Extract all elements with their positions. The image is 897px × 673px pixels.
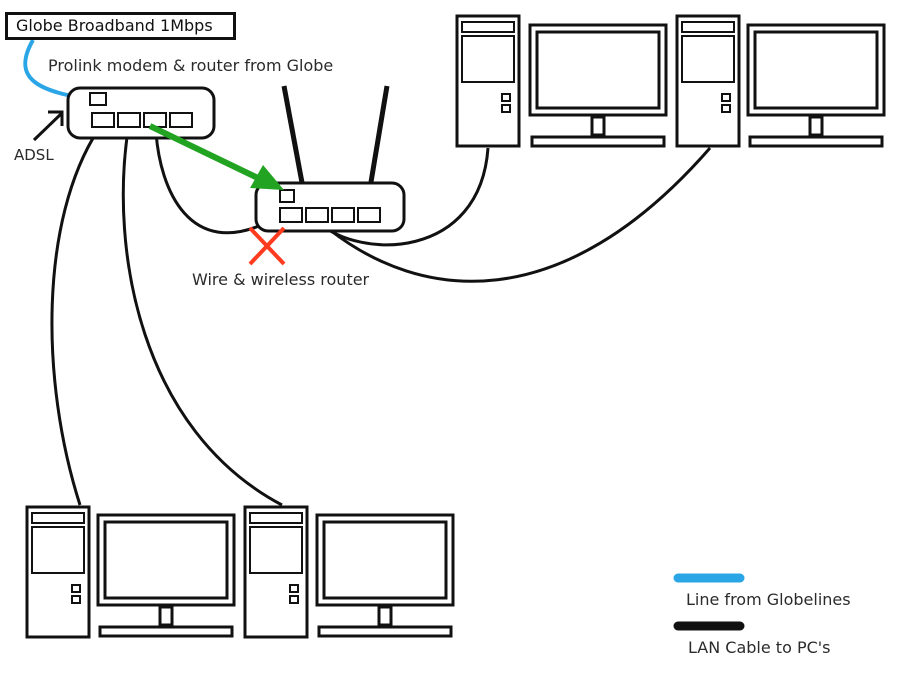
- green-arrow: [148, 123, 284, 190]
- pc-bottom-2: [243, 505, 455, 639]
- wireless-router: [254, 85, 406, 233]
- adsl-arrow: [32, 110, 64, 142]
- pc-top-1: [455, 14, 668, 148]
- title-label: Globe Broadband 1Mbps: [5, 12, 236, 40]
- modem-label: Prolink modem & router from Globe: [48, 56, 334, 75]
- legend-item-lan-cable: LAN Cable to PC's: [688, 638, 831, 657]
- adsl-label: ADSL: [14, 146, 54, 164]
- pc-top-2: [675, 14, 886, 148]
- prolink-modem: [66, 86, 216, 140]
- pc-bottom-1: [25, 505, 236, 639]
- legend-item-globelines: Line from Globelines: [686, 590, 851, 609]
- disconnect-cross-icon: [248, 226, 286, 266]
- lan-cables: [50, 129, 712, 507]
- wireless-router-label: Wire & wireless router: [192, 270, 370, 289]
